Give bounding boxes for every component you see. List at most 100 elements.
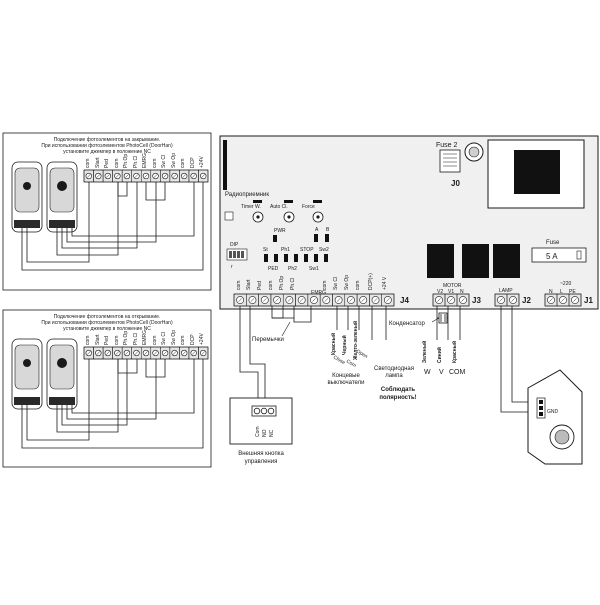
- limit-switches-caption-2: выключатели: [327, 380, 364, 386]
- led-label: Ph2: [288, 266, 297, 272]
- caption-line-3: установите джемпер в положение NC: [63, 149, 151, 155]
- screw-slot: [201, 174, 206, 178]
- radio-module-socket: [224, 211, 234, 221]
- limit-switches-caption-1: Концевые: [332, 373, 360, 379]
- terminal-label: Ph.Cl: [133, 156, 139, 168]
- screw-slot: [106, 174, 110, 178]
- motor-wire-letter: W: [424, 369, 431, 376]
- terminal-label: Sw Cl: [161, 332, 167, 345]
- fuse2-holder: [439, 149, 461, 173]
- dip-label: DIP: [230, 242, 239, 248]
- screw-slot: [449, 298, 453, 302]
- caption-line-1: Подключение фотоэлементов на закрывание.: [54, 137, 161, 143]
- pwr-label: PWR: [274, 228, 286, 234]
- fuse2-label: Fuse 2: [436, 142, 458, 149]
- signal-lamp: [527, 369, 583, 465]
- terminal-label: Ph.Op: [123, 331, 129, 345]
- jumper-b-icon: [325, 234, 329, 242]
- terminal-label: +24 V: [382, 276, 388, 290]
- terminal-label: Sw Cl: [333, 277, 339, 290]
- polarity-warning-2: полярность!: [379, 395, 416, 401]
- terminal-label: com: [114, 336, 120, 345]
- fuse-value: 5 A: [546, 252, 558, 261]
- terminal-label: V1: [448, 289, 454, 295]
- screw-slot: [96, 174, 101, 178]
- relay-2: [462, 244, 489, 278]
- jumper-a-icon: [314, 234, 318, 242]
- led-icon: [304, 254, 308, 262]
- caption-line-3: установите джемпер в положение NC: [63, 326, 151, 332]
- motor-wire-colors: Зеленый Синий Красный: [421, 341, 458, 363]
- screw-slot: [125, 351, 129, 355]
- terminal-label: DCP: [190, 157, 196, 168]
- terminal-label: Sw Op: [344, 275, 350, 290]
- motor-label: MOTOR: [443, 283, 462, 289]
- status-leds: St Ph1 STOP Sw2 PED Ph2 Sw1: [263, 247, 329, 272]
- transformer: [487, 139, 585, 209]
- motor-wire-letter: V: [439, 369, 444, 376]
- led-label: STOP: [300, 247, 314, 253]
- terminal-label: EMRG: [311, 290, 326, 296]
- wire-color: Красный: [451, 341, 458, 363]
- control-board: Fuse 2 J0 Радиоприемник Timer W. Auto Cl…: [219, 135, 599, 310]
- screw-slot: [499, 298, 503, 302]
- motor-wire-letter: COM: [449, 369, 466, 376]
- j3-label: J3: [472, 296, 481, 305]
- screw-slot: [461, 298, 465, 302]
- screw-slot: [115, 351, 120, 355]
- terminal-label: com: [180, 336, 186, 345]
- capacitor-icon: [438, 312, 448, 324]
- led-icon: [324, 254, 328, 262]
- screw-slot: [115, 174, 120, 178]
- terminal-label: Sw Op: [171, 153, 177, 168]
- knob-label: Auto Cl.: [270, 204, 288, 210]
- screw-slot: [336, 298, 341, 302]
- photocell-receiver: [46, 338, 78, 410]
- knob-label: Force: [302, 204, 315, 210]
- terminal-cell: [568, 293, 582, 307]
- screw-slot: [373, 298, 378, 302]
- knob-indicator-icon: [313, 200, 322, 203]
- screw-slot: [386, 298, 390, 302]
- led-icon: [274, 254, 278, 262]
- button-caption-1: Внешняя кнопка: [238, 451, 284, 457]
- relay-3: [493, 244, 520, 278]
- screw-slot: [287, 298, 292, 302]
- screw-slot: [96, 351, 101, 355]
- terminal-label: com: [152, 159, 158, 168]
- button-caption-2: управления: [245, 459, 278, 465]
- terminal-label: Start: [95, 157, 101, 168]
- screw-slot: [324, 298, 329, 302]
- terminal-label: com: [85, 159, 91, 168]
- terminal-label: Ph.Cl: [133, 333, 139, 345]
- screw-slot: [573, 298, 577, 302]
- screw-slot: [561, 298, 565, 302]
- screw-slot: [134, 174, 139, 178]
- j3-terminal-block: [432, 293, 470, 307]
- screw-slot: [299, 298, 304, 302]
- limit-wire-colors: Красный Черный Желто-зеленый: [330, 321, 359, 361]
- main-fuse: 5 A: [531, 247, 587, 263]
- knob-timer: Timer W.: [241, 200, 264, 223]
- screw-slot: [349, 298, 353, 302]
- j4-terminal-block: [233, 293, 395, 307]
- screw-slot: [134, 351, 139, 355]
- j4-label: J4: [400, 296, 409, 305]
- screw-slot: [275, 298, 279, 302]
- terminal-label: Sw Cl: [161, 155, 167, 168]
- screw-slot: [201, 351, 206, 355]
- screw-slot: [86, 174, 91, 178]
- wire-color: Зеленый: [421, 341, 428, 363]
- terminal-label: +24V: [199, 156, 205, 168]
- screw-slot: [144, 174, 148, 178]
- screw-slot: [86, 351, 91, 355]
- pwr-led-icon: [273, 235, 277, 242]
- terminal-label: Sw Op: [171, 330, 177, 345]
- screw-slot: [153, 351, 158, 355]
- led-icon: [264, 254, 268, 262]
- button-terminal: NC: [269, 429, 275, 437]
- screw-slot: [106, 351, 110, 355]
- j2-terminal-block: [494, 293, 520, 307]
- supply-label: ~220: [560, 281, 571, 287]
